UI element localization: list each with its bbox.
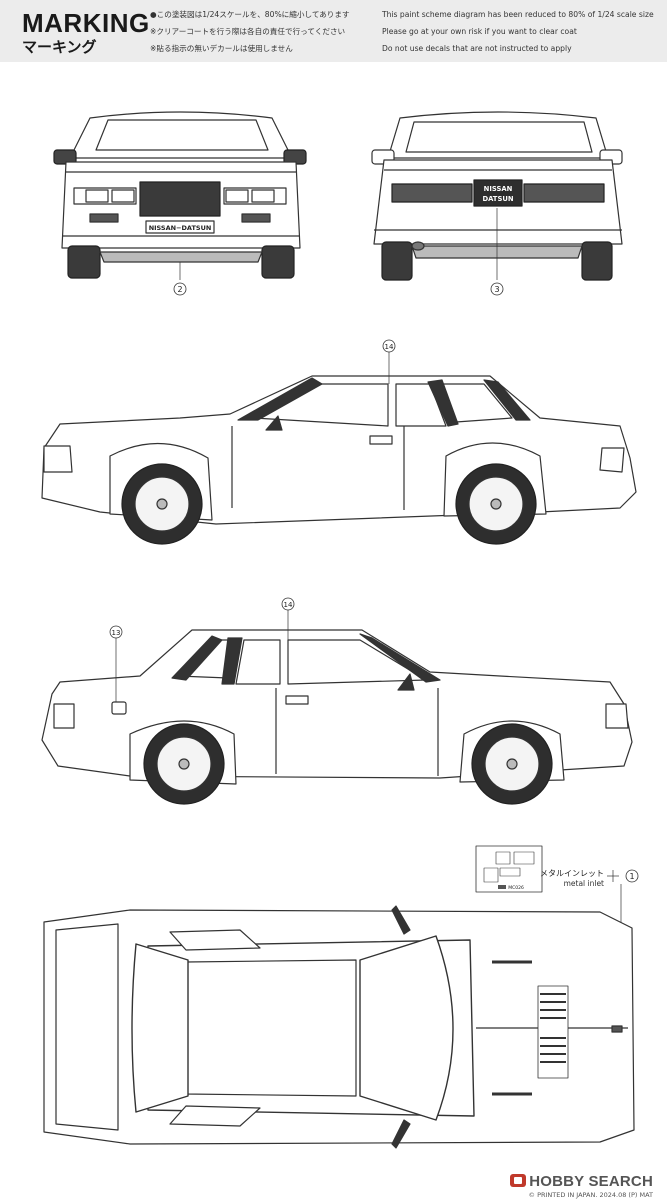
note-decals-jp: ※貼る指示の無いデカールは使用しません xyxy=(150,44,293,53)
inlet-label-en: metal inlet xyxy=(564,879,604,888)
rear-plate-line2: DATSUN xyxy=(482,195,513,203)
note-decals-en: Do not use decals that are not instructe… xyxy=(382,44,572,53)
note-clearcoat-jp: ※クリアーコートを行う際は各自の責任で行ってください xyxy=(150,27,346,36)
copyright-text: © PRINTED IN JAPAN. 2024.08 (P) MAT xyxy=(528,1191,654,1199)
brand-name: HOBBY SEARCH xyxy=(529,1173,653,1190)
note-clearcoat-en: Please go at your own risk if you want t… xyxy=(382,27,577,36)
callout-side-left-fuel: 13 xyxy=(112,629,121,637)
callout-front: 2 xyxy=(177,285,182,294)
brand-logo: HOBBY SEARCH xyxy=(510,1173,653,1190)
rear-plate-line1: NISSAN xyxy=(484,185,513,193)
car-diagram: NISSAN−DATSUN NISSAN DATSUN 2 3 14 14 13… xyxy=(41,111,639,1149)
note-decals: ※貼る指示の無いデカールは使用しません Do not use decals tha… xyxy=(150,43,572,54)
page-subtitle: マーキング xyxy=(22,38,97,56)
note-scale-en: This paint scheme diagram has been reduc… xyxy=(382,10,654,19)
page-title: MARKING xyxy=(22,8,150,38)
callout-side-right: 14 xyxy=(385,343,394,351)
callout-inlet: 1 xyxy=(629,872,634,881)
hobby-search-logo-icon xyxy=(510,1174,527,1187)
rear-view xyxy=(371,111,623,296)
inlet-label-jp: メタルインレット xyxy=(540,869,604,878)
front-plate-text: NISSAN−DATSUN xyxy=(149,224,212,232)
metal-inlet-sheet xyxy=(475,845,639,1036)
side-view-right xyxy=(41,339,637,545)
front-view xyxy=(53,111,307,296)
callout-side-left-door: 14 xyxy=(284,601,293,609)
note-scale: ●この塗装図は1/24スケールを、80%に縮小してあります This paint … xyxy=(150,9,654,20)
top-view xyxy=(43,905,635,1149)
callout-rear: 3 xyxy=(494,285,499,294)
note-clearcoat: ※クリアーコートを行う際は各自の責任で行ってください Please go at y… xyxy=(150,26,577,37)
header-bar: MARKING マーキング ●この塗装図は1/24スケールを、80%に縮小してあ… xyxy=(0,0,667,62)
note-scale-jp: ●この塗装図は1/24スケールを、80%に縮小してあります xyxy=(150,10,350,19)
side-view-left xyxy=(41,597,633,805)
inlet-part-code: MC026 xyxy=(508,885,524,891)
